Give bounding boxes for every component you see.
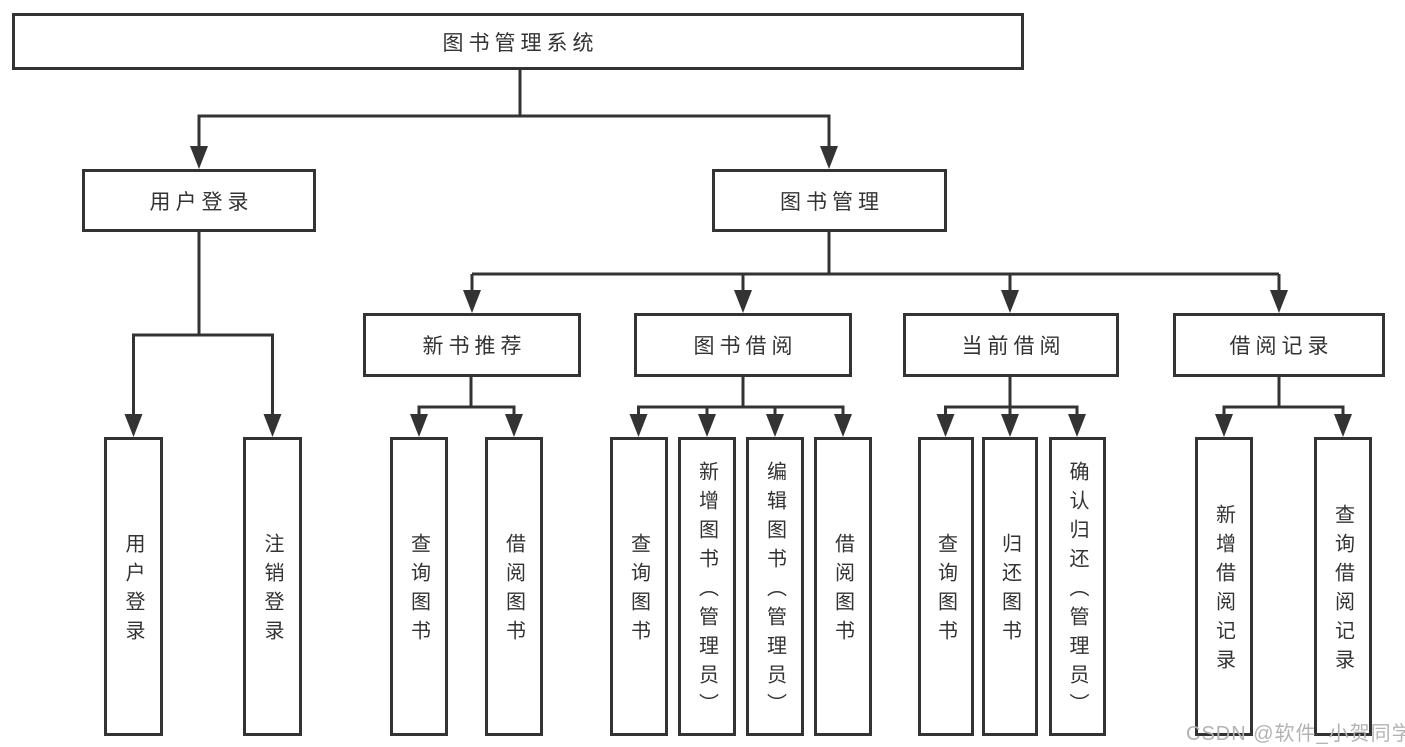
arrow-icon — [1068, 414, 1086, 437]
leaf-borrow-edit-admin-label: 编辑图书（管理员） — [763, 460, 786, 722]
leaf-logout-login-label: 注销登录 — [261, 533, 283, 649]
leaf-borrow-edit-admin: 编辑图书（管理员） — [746, 437, 804, 736]
node-book-borrow: 图书借阅 — [634, 313, 852, 377]
leaf-current-confirm-admin-label: 确认归还（管理员） — [1066, 460, 1088, 722]
arrow-icon — [1215, 414, 1233, 437]
arrow-icon — [190, 146, 208, 169]
connector-user-login-bar — [132, 333, 274, 420]
leaf-records-add: 新增借阅记录 — [1195, 437, 1253, 736]
node-borrow-records-label: 借阅记录 — [1229, 335, 1334, 358]
leaf-new-books-borrow-label: 借阅图书 — [502, 533, 525, 649]
leaf-current-query: 查询图书 — [918, 437, 974, 736]
node-current-borrow-label: 当前借阅 — [961, 335, 1066, 358]
arrow-icon — [698, 414, 716, 437]
connector-current-borrow — [944, 377, 1079, 420]
connector-borrow-records — [1222, 377, 1345, 420]
leaf-new-books-query-label: 查询图书 — [407, 533, 430, 649]
arrow-icon — [820, 146, 838, 169]
arrow-icon — [629, 414, 648, 437]
leaf-current-return-label: 归还图书 — [998, 533, 1021, 649]
node-book-management: 图书管理 — [712, 169, 947, 232]
node-book-management-label: 图书管理 — [780, 190, 884, 214]
watermark: CSDN @软件_小贺同学 — [1186, 723, 1405, 745]
leaf-records-add-label: 新增借阅记录 — [1212, 504, 1235, 678]
node-current-borrow: 当前借阅 — [903, 313, 1119, 377]
connector-book-borrow — [637, 377, 845, 420]
connector-new-books — [417, 377, 516, 420]
arrow-icon — [834, 414, 852, 437]
arrow-icon — [936, 414, 955, 437]
arrow-icon — [463, 290, 481, 313]
arrow-icon — [1001, 290, 1019, 313]
connector-level2-bar — [197, 114, 831, 150]
leaf-borrow-borrow-label: 借阅图书 — [831, 533, 854, 649]
arrow-icon — [1334, 414, 1352, 437]
node-book-borrow-label: 图书借阅 — [693, 335, 798, 358]
leaf-borrow-add-admin: 新增图书（管理员） — [678, 437, 736, 736]
node-user-login-label: 用户登录 — [149, 190, 254, 214]
leaf-borrow-add-admin-label: 新增图书（管理员） — [695, 460, 718, 722]
leaf-logout-login: 注销登录 — [243, 437, 302, 736]
leaf-user-login-label: 用户登录 — [122, 533, 144, 649]
node-new-books: 新书推荐 — [363, 313, 581, 377]
leaf-new-books-borrow: 借阅图书 — [485, 437, 543, 736]
leaf-records-query-label: 查询借阅记录 — [1331, 504, 1354, 678]
leaf-records-query: 查询借阅记录 — [1314, 437, 1372, 736]
leaf-borrow-query: 查询图书 — [610, 437, 668, 736]
arrow-icon — [734, 290, 752, 313]
node-user-login: 用户登录 — [82, 169, 316, 232]
arrow-icon — [505, 414, 523, 437]
leaf-borrow-query-label: 查询图书 — [627, 533, 650, 649]
leaf-new-books-query: 查询图书 — [390, 437, 448, 736]
leaf-borrow-borrow: 借阅图书 — [814, 437, 872, 736]
node-new-books-label: 新书推荐 — [422, 335, 527, 358]
arrow-icon — [1001, 414, 1019, 437]
leaf-current-return: 归还图书 — [982, 437, 1038, 736]
node-root: 图书管理系统 — [12, 13, 1024, 70]
arrow-icon — [124, 414, 143, 437]
leaf-current-query-label: 查询图书 — [934, 533, 957, 649]
leaf-user-login: 用户登录 — [104, 437, 163, 736]
arrow-icon — [410, 414, 428, 437]
node-root-label: 图书管理系统 — [442, 31, 599, 55]
arrow-icon — [1270, 290, 1288, 313]
arrow-icon — [766, 414, 784, 437]
node-borrow-records: 借阅记录 — [1173, 313, 1385, 377]
leaf-current-confirm-admin: 确认归还（管理员） — [1049, 437, 1106, 736]
arrow-icon — [263, 414, 282, 437]
connector-level3-bar — [470, 272, 1281, 296]
